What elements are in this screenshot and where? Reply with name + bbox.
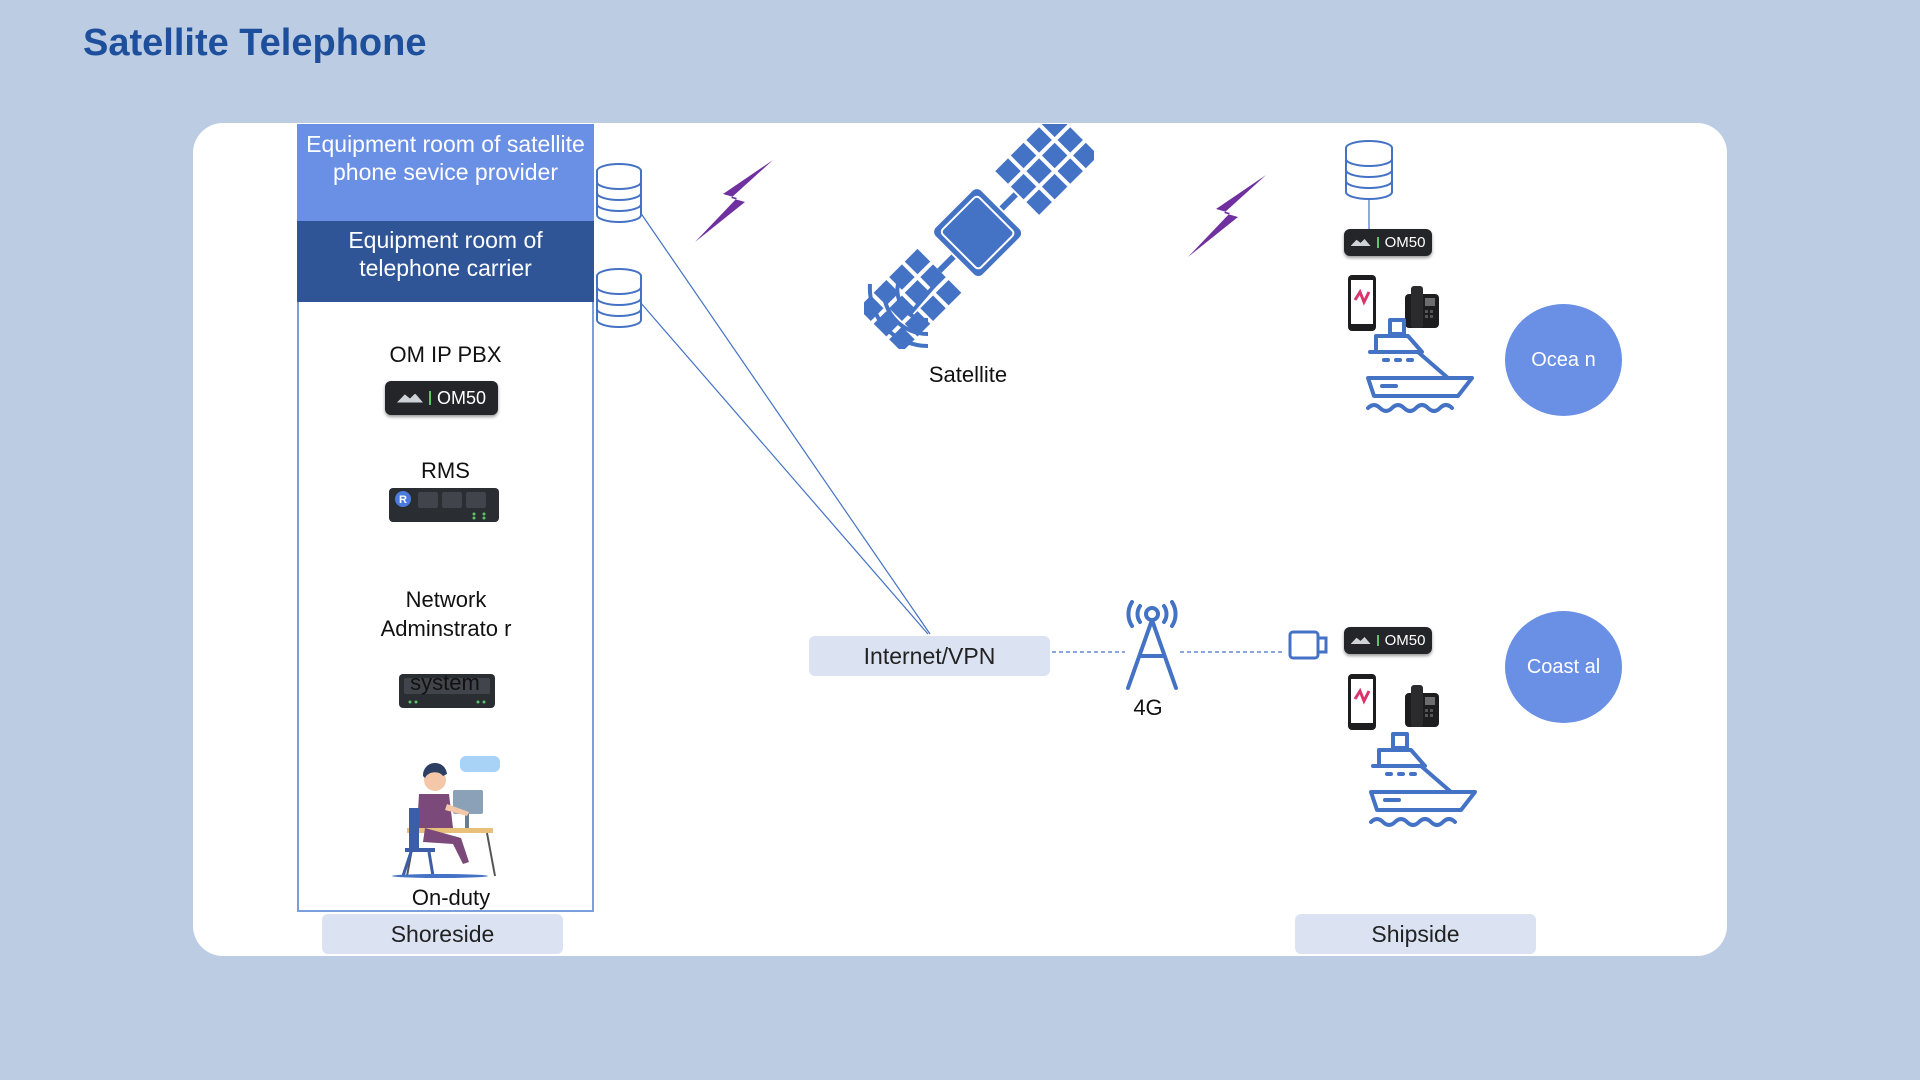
satellite-label: Satellite: [928, 362, 1008, 387]
pbx-device: OM50: [385, 381, 498, 415]
ocean-om50-device: OM50: [1344, 229, 1432, 256]
ship-icon: [1369, 732, 1477, 827]
ocean-om50-label: OM50: [1384, 234, 1426, 251]
coastal-circle: Coast al: [1505, 611, 1622, 723]
plug-icon: [1288, 630, 1328, 660]
logo-divider: [1376, 635, 1379, 646]
internet-vpn-node: Internet/VPN: [809, 636, 1050, 676]
newrock-logo-icon: [1350, 637, 1371, 644]
lightning-icon: [695, 160, 773, 242]
coastal-om50-label: OM50: [1384, 632, 1426, 649]
satellite-icon: [864, 124, 1094, 349]
database-icon: [596, 163, 642, 223]
desk-phone-icon: [1405, 286, 1439, 328]
nms-label: Network Adminstrato r: [380, 587, 512, 641]
database-icon: [1345, 140, 1393, 200]
duty-label: On-duty: [411, 885, 491, 910]
operator-icon: [392, 756, 500, 878]
phone-icon: [1348, 674, 1376, 730]
ship-icon: [1366, 318, 1474, 413]
newrock-logo-icon: [396, 393, 423, 403]
svg-text:R: R: [399, 494, 407, 506]
newrock-logo-icon: [1350, 239, 1371, 246]
coastal-om50-device: OM50: [1344, 627, 1432, 654]
nms-device-icon: [399, 674, 495, 708]
shoreside-tag: Shoreside: [322, 914, 563, 954]
database-icon: [596, 268, 642, 328]
page-title: Satellite Telephone: [83, 22, 427, 64]
lightning-icon: [1188, 175, 1266, 257]
pbx-label: OM IP PBX: [389, 342, 502, 367]
logo-divider: [1376, 237, 1379, 248]
phone-icon: [1348, 275, 1376, 331]
cell-tower-icon: [1126, 600, 1178, 690]
rms-device-icon: R: [389, 488, 499, 522]
cell-label: 4G: [1133, 695, 1163, 720]
ocean-circle: Ocea n: [1505, 304, 1622, 416]
shipside-tag: Shipside: [1295, 914, 1536, 954]
pbx-device-label: OM50: [436, 387, 487, 408]
provider-equipment-room: Equipment room of satellite phone sevice…: [297, 124, 594, 221]
rms-label: RMS: [421, 458, 470, 483]
carrier-equipment-room: Equipment room of telephone carrier: [297, 221, 594, 302]
desk-phone-icon: [1405, 685, 1439, 727]
logo-divider: [428, 391, 431, 405]
nms-device-label: system: [410, 670, 480, 695]
